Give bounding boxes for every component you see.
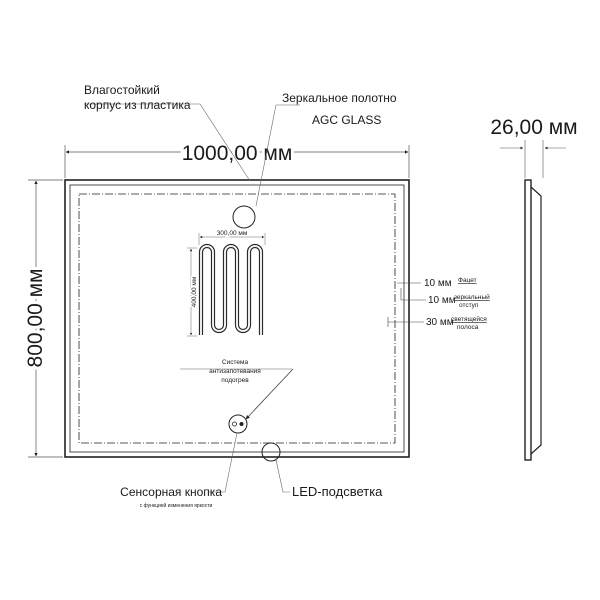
- heater-height-label: 400,00 мм: [191, 276, 198, 307]
- mirror-side-view: [524, 179, 542, 461]
- button-label-line2: с функцией изменения яркости: [140, 502, 213, 509]
- depth-label: 26,00 мм: [490, 116, 577, 139]
- housing-label-line1: Влагостойкий: [84, 83, 160, 97]
- button-leader-line: [208, 432, 238, 493]
- led-callout-circle: [261, 442, 281, 462]
- depth-dimension: [500, 140, 566, 178]
- mirror-label-line2: AGC GLASS: [312, 113, 381, 127]
- edge-spec-2-value: 10 мм: [428, 295, 456, 306]
- heater-coil-inner: [200, 245, 262, 335]
- width-label: 1000,00 мм: [182, 142, 293, 165]
- mirror-callout-circle: [232, 205, 256, 229]
- mirror-label-line1: Зеркальное полотно: [282, 91, 397, 105]
- housing-leader-line: [84, 103, 251, 182]
- mirror-facet-line: [69, 184, 405, 453]
- touch-button: [228, 414, 248, 434]
- heater-width-label: 300,00 мм: [217, 230, 248, 237]
- width-dimension: [64, 145, 410, 178]
- power-icon: [239, 422, 244, 426]
- heater-label-line3: подогрев: [221, 377, 249, 384]
- heater-coil-outer: [198, 243, 264, 335]
- edge-spec-2-label2: отступ: [459, 302, 479, 309]
- heater-label-line2: антизапотевания: [209, 368, 261, 375]
- mirror-front-view: [64, 179, 410, 458]
- edge-spec-lines: [387, 282, 426, 327]
- edge-spec-3-label2: полоса: [457, 324, 479, 331]
- edge-spec-3-value: 30 мм: [426, 317, 454, 328]
- housing-label-line2: корпус из пластика: [84, 98, 191, 112]
- edge-spec-1-label: Фацет: [458, 277, 477, 284]
- height-label: 800,00 мм: [24, 269, 47, 368]
- button-arrow: [245, 368, 294, 420]
- height-dimension: [28, 179, 63, 458]
- edge-spec-3-label1: светящейся: [451, 315, 487, 323]
- led-strip-line: [78, 193, 396, 444]
- dimmer-icon: [232, 421, 237, 427]
- mirror-leader-line: [255, 104, 300, 207]
- led-label: LED-подсветка: [292, 484, 383, 499]
- mirror-outer-frame: [64, 179, 410, 458]
- edge-spec-1-value: 10 мм: [424, 278, 452, 289]
- heater-label-line1: Система: [222, 359, 249, 366]
- edge-spec-2-label1: зеркальный: [454, 293, 490, 301]
- button-label-line1: Сенсорная кнопка: [120, 485, 222, 499]
- led-leader-line: [275, 459, 290, 493]
- heater-element: 300,00 мм 400,00 мм: [187, 229, 266, 337]
